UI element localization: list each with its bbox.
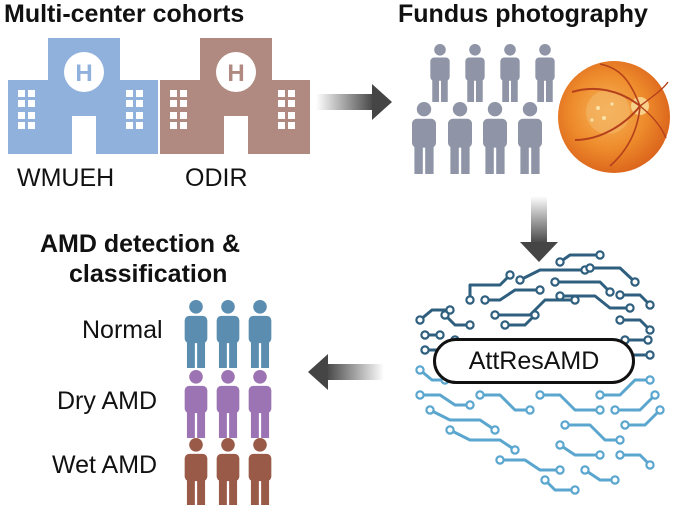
patient-icon <box>430 44 450 102</box>
arrow-left <box>308 354 384 390</box>
retina-fundus-image <box>558 61 670 173</box>
class-person-icon <box>248 300 272 368</box>
arrow-right <box>316 84 392 120</box>
hospital-building-wmueh: H <box>8 38 158 154</box>
class-person-icon <box>248 438 272 505</box>
hospital-building-odir: H <box>160 38 310 154</box>
detection-title-line1: AMD detection & <box>40 230 240 258</box>
model-name-box: AttResAMD <box>433 338 635 384</box>
class-person-icon <box>184 438 208 505</box>
fundus-title: Fundus photography <box>398 0 648 28</box>
detection-title-line2: classification <box>69 260 228 288</box>
patient-icon <box>483 102 507 174</box>
class-person-icon <box>216 370 240 438</box>
class-person-icon <box>216 438 240 505</box>
class-label-normal: Normal <box>82 316 163 344</box>
patient-icon <box>465 44 485 102</box>
class-label-wet-amd: Wet AMD <box>52 451 158 479</box>
class-person-icon <box>184 370 208 438</box>
classification-icon-group <box>184 300 272 505</box>
arrow-down <box>520 196 558 262</box>
class-label-dry-amd: Dry AMD <box>57 387 157 415</box>
hospital-label-wmueh: WMUEH <box>17 164 115 192</box>
patient-icon <box>448 102 472 174</box>
hospital-label-odir: ODIR <box>185 164 248 192</box>
cohorts-title: Multi-center cohorts <box>4 0 245 28</box>
svg-text:H: H <box>75 60 92 87</box>
class-person-icon <box>248 370 272 438</box>
neural-network-brain-icon <box>415 250 665 495</box>
svg-text:H: H <box>227 60 244 87</box>
patients-icon-group <box>412 44 555 174</box>
class-person-icon <box>216 300 240 368</box>
patient-icon <box>535 44 555 102</box>
patient-icon <box>518 102 542 174</box>
class-person-icon <box>184 300 208 368</box>
patient-icon <box>412 102 436 174</box>
patient-icon <box>500 44 520 102</box>
